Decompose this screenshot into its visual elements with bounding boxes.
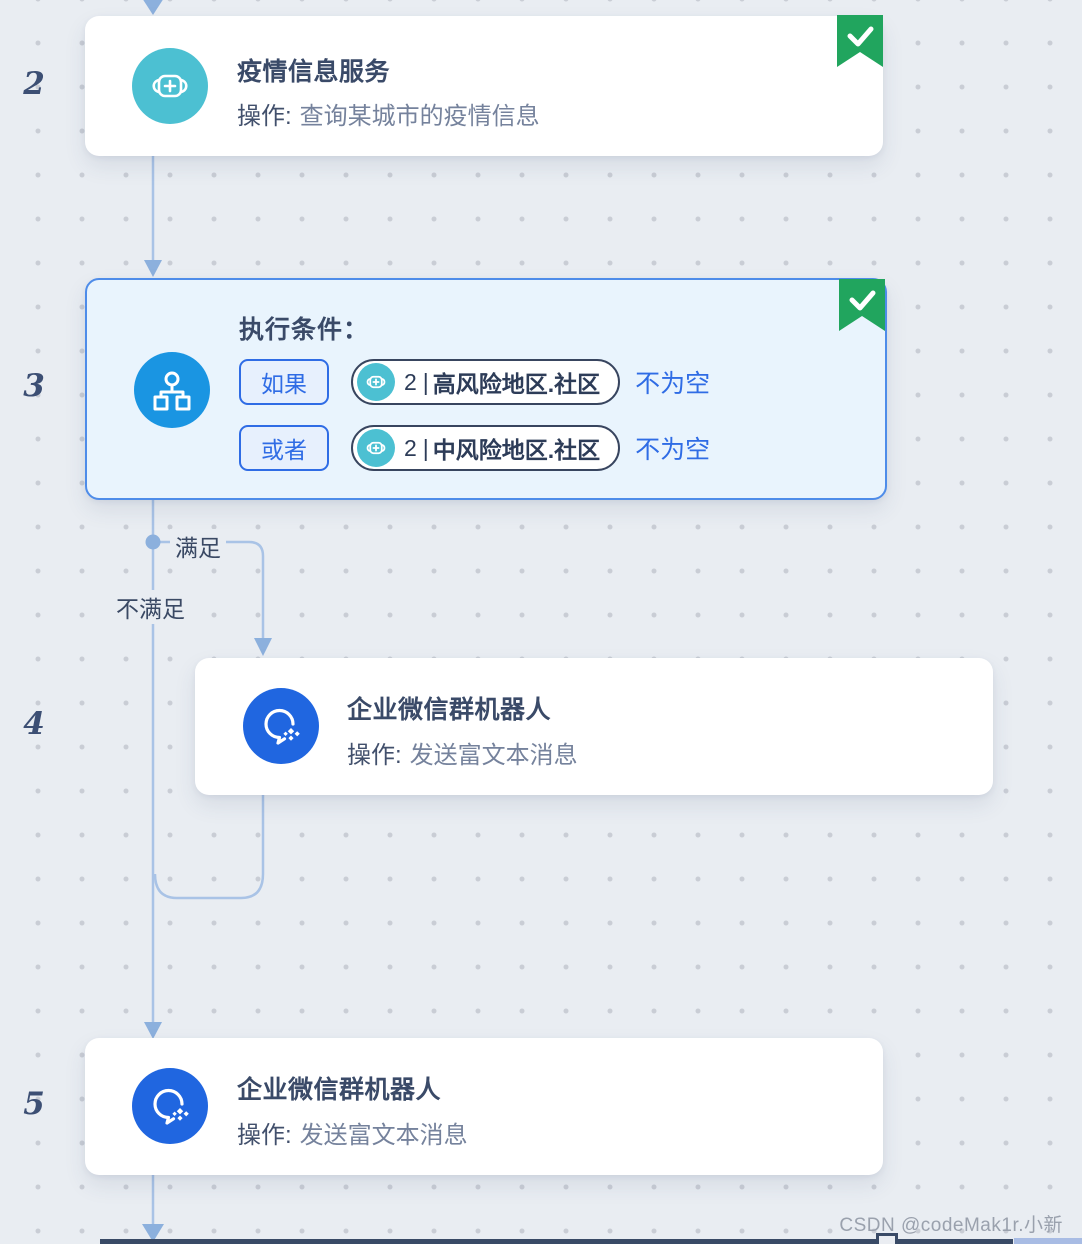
step-number-5: 5 [23, 1086, 45, 1122]
condition-keyword-chip[interactable]: 或者 [239, 425, 329, 471]
org-branch-icon [134, 352, 210, 428]
variable-separator: | [422, 368, 429, 395]
branch-label-not-satisfied: 不满足 [111, 590, 190, 624]
variable-pill[interactable]: 2 | 中风险地区.社区 [351, 425, 621, 471]
check-ribbon [839, 279, 885, 331]
cutoff-blue-piece [1014, 1238, 1082, 1244]
variable-step-ref: 2 [404, 434, 417, 461]
node-subtitle: 操作: 发送富文本消息 [347, 735, 578, 770]
node-title: 企业微信群机器人 [237, 1076, 442, 1104]
action-value: 发送富文本消息 [409, 742, 578, 769]
cutoff-node-handle [876, 1233, 898, 1244]
connector-satisfied-branch [153, 540, 265, 640]
branch-label-satisfied: 满足 [170, 529, 226, 563]
action-label: 操作: [347, 742, 402, 769]
step-number-4: 4 [23, 706, 45, 742]
action-label: 操作: [237, 103, 292, 130]
node-card-epidemic-service[interactable]: 疫情信息服务 操作: 查询某城市的疫情信息 [85, 15, 883, 156]
node-subtitle: 操作: 查询某城市的疫情信息 [237, 96, 540, 131]
wecom-robot-icon [243, 688, 319, 764]
wecom-robot-icon [132, 1068, 208, 1144]
cutoff-bottom-bar [100, 1239, 1013, 1244]
arrowhead-into-3 [144, 260, 162, 277]
csdn-watermark: CSDN @codeMak1r.小新 [839, 1215, 1063, 1236]
condition-row: 如果 2 | 高风险地区.社区 不为空 [239, 359, 710, 405]
node-card-wecom-robot-1[interactable]: 企业微信群机器人 操作: 发送富文本消息 [195, 658, 993, 795]
node-subtitle: 操作: 发送富文本消息 [237, 1115, 468, 1150]
action-label: 操作: [237, 1122, 292, 1149]
condition-row: 或者 2 | 中风险地区.社区 不为空 [239, 425, 710, 471]
branch-junction-dot [145, 534, 161, 550]
variable-separator: | [422, 434, 429, 461]
condition-title: 执行条件： [239, 316, 370, 344]
variable-pill[interactable]: 2 | 高风险地区.社区 [351, 359, 621, 405]
variable-field: 高风险地区.社区 [432, 371, 601, 397]
node-card-wecom-robot-2[interactable]: 企业微信群机器人 操作: 发送富文本消息 [85, 1038, 883, 1175]
mask-icon [132, 48, 208, 124]
node-title: 疫情信息服务 [237, 58, 391, 86]
condition-operator: 不为空 [635, 370, 711, 398]
step-number-3: 3 [23, 368, 45, 404]
check-ribbon [837, 15, 883, 67]
arrowhead-into-4 [254, 638, 272, 656]
action-value: 查询某城市的疫情信息 [299, 103, 540, 130]
mask-icon [357, 363, 395, 401]
mask-icon [357, 429, 395, 467]
arrowhead-into-5 [144, 1022, 162, 1039]
condition-operator: 不为空 [635, 436, 711, 464]
node-card-condition[interactable]: 执行条件： 如果 2 | 高风险地区.社区 不为空 或者 [85, 278, 887, 500]
condition-keyword-chip[interactable]: 如果 [239, 359, 329, 405]
variable-step-ref: 2 [404, 368, 417, 395]
step-number-2: 2 [23, 66, 45, 102]
variable-field: 中风险地区.社区 [432, 437, 601, 463]
arrowhead-into-2 [143, 0, 163, 15]
action-value: 发送富文本消息 [299, 1122, 468, 1149]
connector-return-merge [153, 795, 265, 900]
node-title: 企业微信群机器人 [347, 696, 552, 724]
arrowhead-bottom [142, 1224, 164, 1242]
